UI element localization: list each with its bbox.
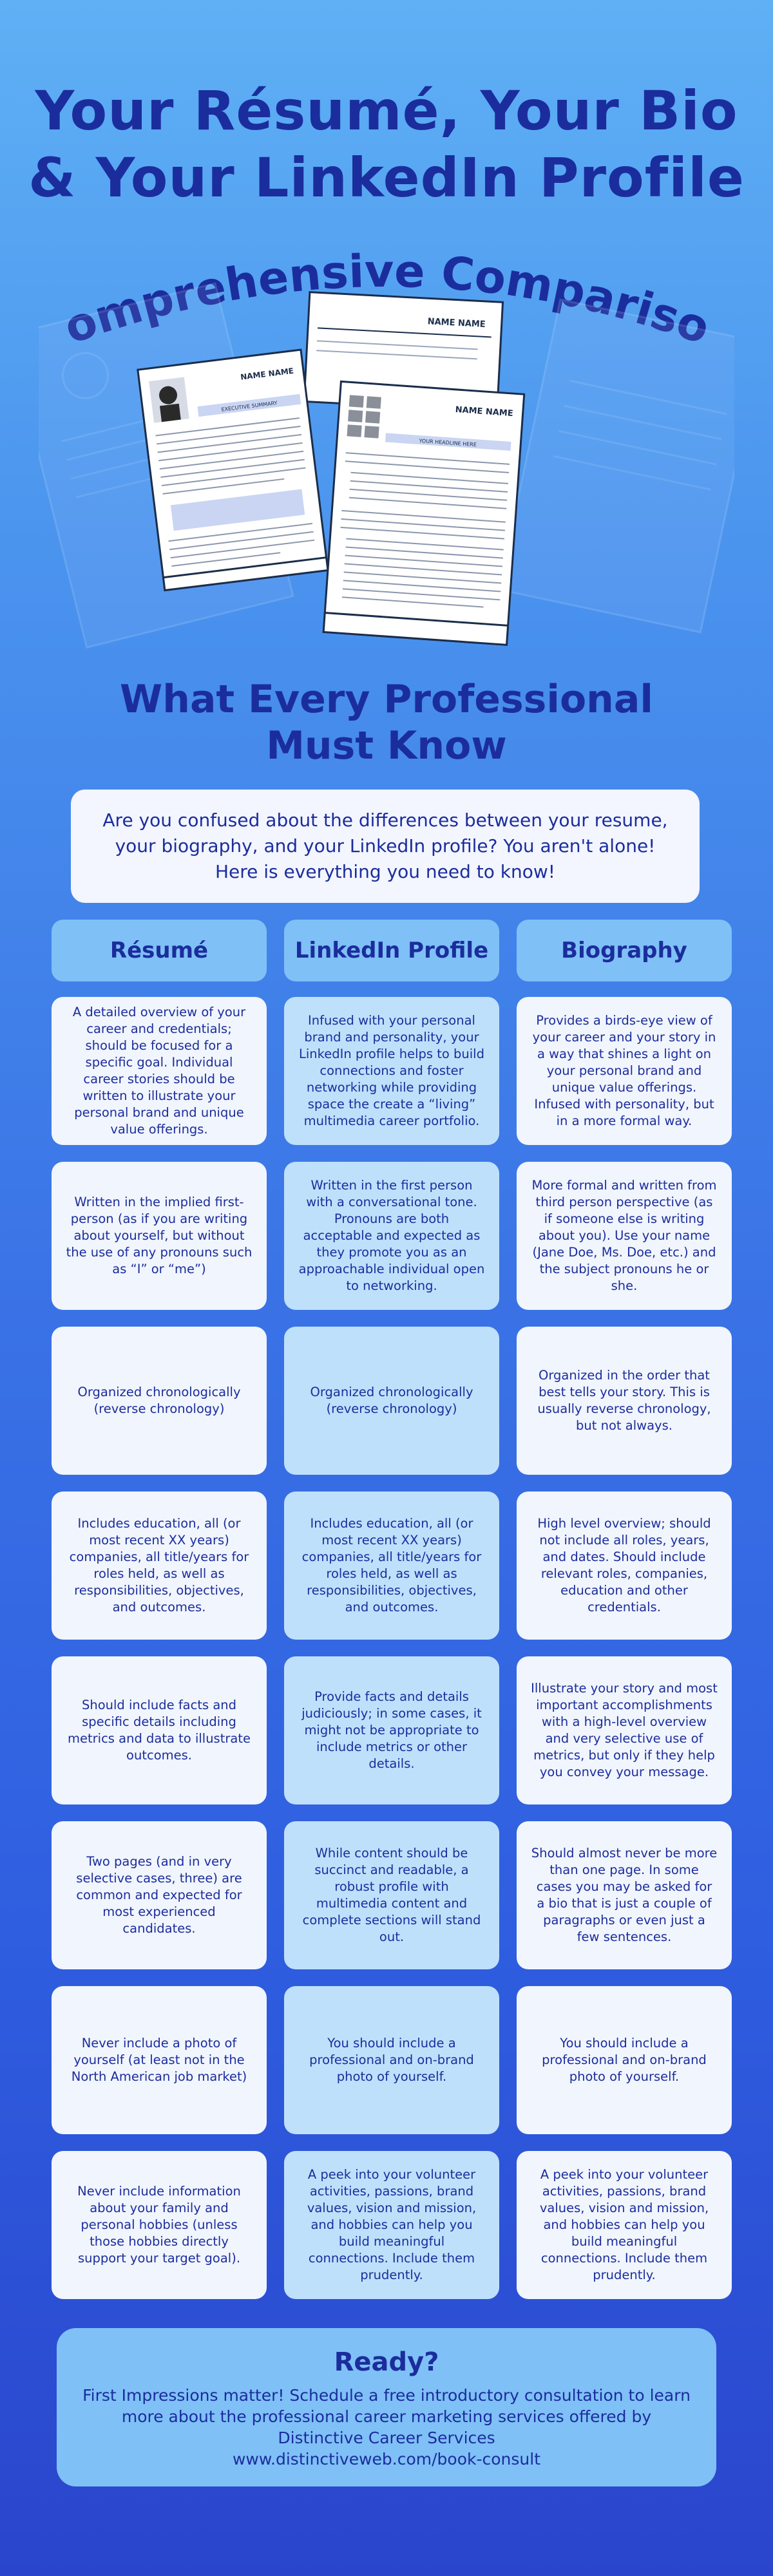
main-title: Your Résumé, Your Bio & Your LinkedIn Pr…	[0, 77, 773, 211]
column-header-linkedin: LinkedIn Profile	[284, 920, 499, 981]
cell-biography-row-5: Illustrate your story and most important…	[517, 1656, 732, 1804]
cell-text: More formal and written from third perso…	[531, 1178, 717, 1293]
column-header-biography: Biography	[517, 920, 732, 981]
cell-text: Includes education, all (or most recent …	[69, 1516, 249, 1615]
title-line-2: & Your LinkedIn Profile	[28, 146, 745, 209]
cell-resume-row-2: Written in the implied first-person (as …	[52, 1162, 267, 1310]
subtitle-line-1: What Every Professional	[120, 677, 653, 722]
cell-linkedin-row-5: Provide facts and details judiciously; i…	[284, 1656, 499, 1804]
cell-resume-row-5: Should include facts and specific detail…	[52, 1656, 267, 1804]
cell-resume-row-7: Never include a photo of yourself (at le…	[52, 1986, 267, 2134]
cell-text: Never include information about your fam…	[77, 2184, 241, 2266]
cell-text: You should include a professional and on…	[542, 2036, 707, 2084]
cell-biography-row-1: Provides a birds-eye view of your career…	[517, 997, 732, 1145]
cell-biography-row-4: High level overview; should not include …	[517, 1492, 732, 1640]
cell-linkedin-row-3: Organized chronologically (reverse chron…	[284, 1327, 499, 1475]
cell-text: Should include facts and specific detail…	[68, 1698, 251, 1763]
cell-resume-row-6: Two pages (and in very selective cases, …	[52, 1821, 267, 1969]
cell-linkedin-row-2: Written in the first person with a conve…	[284, 1162, 499, 1310]
intro-text: Are you confused about the differences b…	[102, 810, 668, 882]
cell-text: A peek into your volunteer activities, p…	[307, 2167, 477, 2282]
intro-box: Are you confused about the differences b…	[71, 790, 700, 903]
cell-text: Written in the first person with a conve…	[298, 1178, 485, 1293]
cell-linkedin-row-4: Includes education, all (or most recent …	[284, 1492, 499, 1640]
cell-text: You should include a professional and on…	[309, 2036, 474, 2084]
cta-box: Ready? First Impressions matter! Schedul…	[57, 2328, 716, 2486]
cell-text: Provide facts and details judiciously; i…	[301, 1689, 482, 1771]
cell-text: Illustrate your story and most important…	[531, 1681, 718, 1779]
cta-body: First Impressions matter! Schedule a fre…	[82, 2386, 691, 2447]
column-header-resume: Résumé	[52, 920, 267, 981]
cell-linkedin-row-8: A peek into your volunteer activities, p…	[284, 2151, 499, 2299]
subtitle-line-2: Must Know	[266, 723, 507, 768]
title-line-1: Your Résumé, Your Bio	[35, 79, 738, 142]
cell-biography-row-8: A peek into your volunteer activities, p…	[517, 2151, 732, 2299]
cell-text: While content should be succinct and rea…	[302, 1846, 481, 1944]
document-left: NAME NAME EXECUTIVE SUMMARY	[137, 348, 329, 592]
svg-text:NAME NAME: NAME NAME	[455, 405, 513, 419]
cell-biography-row-3: Organized in the order that best tells y…	[517, 1327, 732, 1475]
cell-biography-row-7: You should include a professional and on…	[517, 1986, 732, 2134]
cell-linkedin-row-6: While content should be succinct and rea…	[284, 1821, 499, 1969]
cell-text: Provides a birds-eye view of your career…	[532, 1013, 716, 1128]
cell-text: Organized chronologically (reverse chron…	[77, 1385, 241, 1416]
subtitle: What Every Professional Must Know	[0, 676, 773, 769]
cell-linkedin-row-7: You should include a professional and on…	[284, 1986, 499, 2134]
cell-text: Includes education, all (or most recent …	[301, 1516, 482, 1615]
cell-text: Organized in the order that best tells y…	[537, 1368, 711, 1433]
cell-text: Two pages (and in very selective cases, …	[76, 1854, 242, 1936]
cell-text: Organized chronologically (reverse chron…	[310, 1385, 473, 1416]
cell-resume-row-4: Includes education, all (or most recent …	[52, 1492, 267, 1640]
cell-biography-row-2: More formal and written from third perso…	[517, 1162, 732, 1310]
cta-text: First Impressions matter! Schedule a fre…	[82, 2385, 691, 2470]
cell-text: Infused with your personal brand and per…	[299, 1013, 484, 1128]
cell-text: Never include a photo of yourself (at le…	[71, 2036, 247, 2084]
cell-text: A detailed overview of your career and c…	[72, 1005, 246, 1137]
cell-resume-row-8: Never include information about your fam…	[52, 2151, 267, 2299]
cell-text: High level overview; should not include …	[537, 1516, 711, 1615]
cell-linkedin-row-1: Infused with your personal brand and per…	[284, 997, 499, 1145]
cell-text: Should almost never be more than one pag…	[531, 1846, 718, 1944]
cta-link[interactable]: www.distinctiveweb.com/book-consult	[232, 2450, 540, 2468]
cell-text: Written in the implied first-person (as …	[66, 1195, 253, 1276]
svg-text:NAME NAME: NAME NAME	[427, 317, 486, 330]
cell-resume-row-3: Organized chronologically (reverse chron…	[52, 1327, 267, 1475]
cell-resume-row-1: A detailed overview of your career and c…	[52, 997, 267, 1145]
resume-documents-illustration: NAME NAME NAME NAME EXECUTIVE SUMMARY	[39, 282, 734, 649]
document-right: NAME NAME YOUR HEADLINE HERE	[322, 380, 526, 646]
cell-text: A peek into your volunteer activities, p…	[539, 2167, 709, 2282]
cell-biography-row-6: Should almost never be more than one pag…	[517, 1821, 732, 1969]
cta-heading: Ready?	[334, 2347, 439, 2377]
